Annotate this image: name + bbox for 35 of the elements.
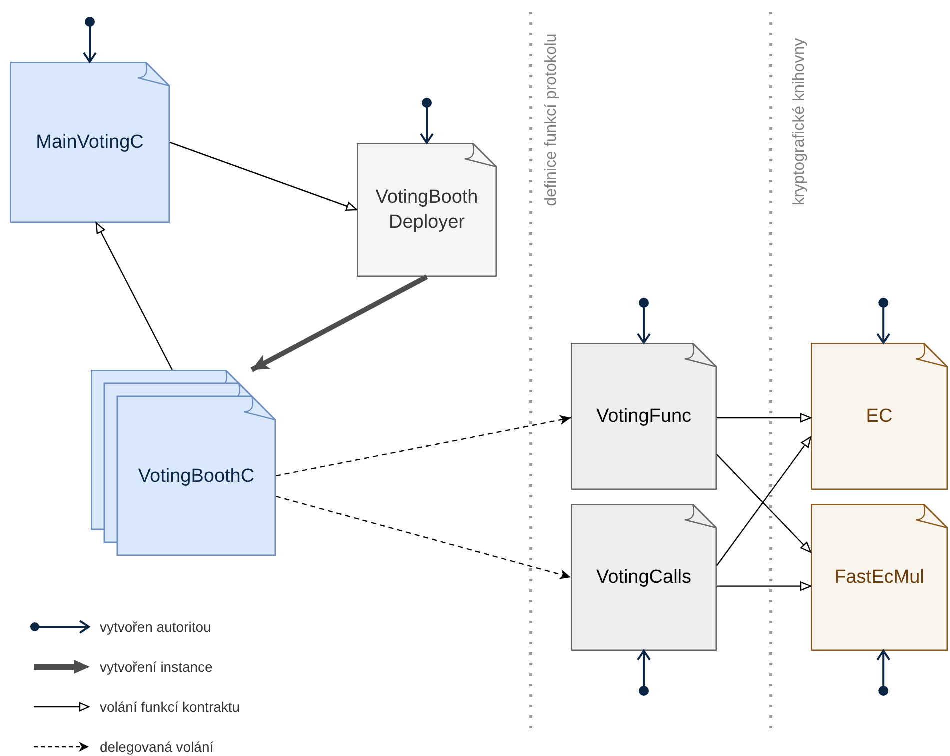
arrow — [637, 650, 651, 696]
arrow — [716, 436, 812, 566]
node-label: MainVotingC — [36, 131, 144, 155]
arrow — [716, 454, 812, 554]
document-shape — [811, 504, 948, 651]
arrow — [717, 413, 812, 423]
arrow — [170, 142, 358, 211]
legend-text: volání funkcí kontraktu — [100, 698, 240, 716]
node-label: VotingCalls — [596, 566, 692, 590]
legend-text: delegovaná volání — [100, 738, 214, 756]
arrow — [83, 17, 97, 63]
document-shape — [357, 143, 497, 277]
arrow — [876, 298, 891, 344]
node-label: VotingBooth Deployer — [374, 186, 480, 235]
arrow — [637, 298, 651, 344]
thick-arrow — [250, 274, 428, 372]
node-label: VotingFunc — [596, 405, 692, 429]
document-shape — [10, 62, 170, 223]
dashed-arrow — [276, 496, 572, 580]
arrow — [876, 650, 891, 696]
document-shape — [811, 343, 948, 490]
section-label: definice funkcí protokolu — [542, 32, 561, 208]
document-shape — [571, 504, 717, 651]
stacked-document-shape — [91, 370, 276, 556]
node-label: FastEcMul — [834, 566, 924, 590]
node-label: VotingBoothC — [138, 464, 255, 488]
arrow — [96, 222, 173, 370]
document-shape — [571, 343, 717, 490]
section-label: kryptografické knihovny — [790, 37, 809, 208]
arrow — [420, 98, 434, 144]
arrow — [717, 582, 812, 591]
legend-text: vytvoření instance — [100, 658, 213, 677]
legend-text: vytvořen autoritou — [100, 618, 212, 637]
node-label: EC — [866, 405, 893, 429]
dashed-arrow — [276, 415, 572, 477]
